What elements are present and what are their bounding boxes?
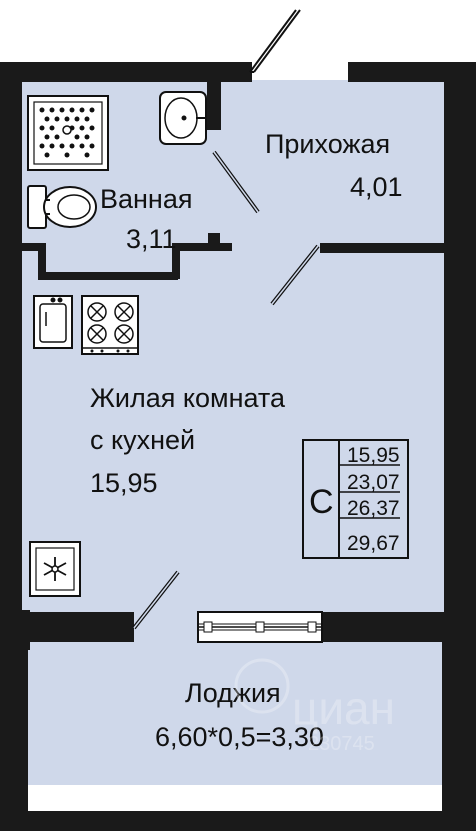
hallway-name: Прихожая	[265, 129, 390, 159]
watermark: циан 230745	[234, 658, 395, 755]
summary-value-1: 15,95	[347, 444, 400, 467]
summary-box: С 15,95 23,07 26,37 29,67	[302, 439, 409, 559]
fridge-icon	[29, 541, 81, 597]
shower-tray-icon	[27, 95, 109, 171]
loggia-base-strip	[28, 785, 442, 811]
hallway-area: 4,01	[350, 172, 403, 202]
window-icon	[197, 611, 323, 643]
living-door	[270, 244, 320, 306]
watermark-id: 230745	[308, 733, 375, 755]
bathroom-name: Ванная	[100, 184, 192, 214]
living-area: 15,95	[90, 468, 158, 498]
loggia-door	[132, 570, 180, 630]
summary-letter: С	[309, 483, 334, 521]
summary-value-3: 26,37	[347, 497, 400, 520]
living-name-line2: с кухней	[90, 425, 195, 455]
loggia-area: 6,60*0,5=3,30	[155, 722, 324, 752]
toilet-icon	[27, 185, 97, 229]
bathroom-door	[212, 150, 260, 214]
bathroom-area: 3,11	[126, 224, 177, 254]
watermark-text: циан	[292, 682, 395, 734]
summary-value-4: 29,67	[347, 532, 400, 555]
living-name-line1: Жилая комната	[90, 383, 286, 413]
entrance-door	[249, 9, 301, 73]
kitchen-sink-icon	[33, 295, 73, 349]
loggia-name: Лоджия	[185, 678, 281, 708]
sink-icon	[159, 91, 207, 145]
stove-icon	[81, 295, 139, 355]
summary-value-2: 23,07	[347, 471, 400, 494]
